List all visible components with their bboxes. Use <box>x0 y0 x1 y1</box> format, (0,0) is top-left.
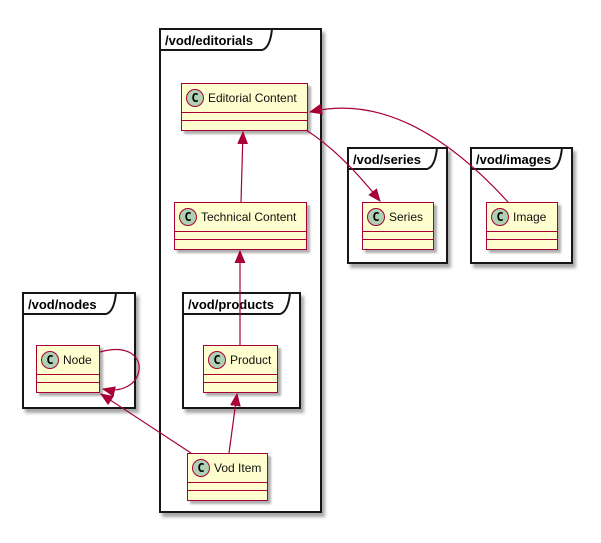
package-title: /vod/images <box>476 152 552 167</box>
class-name: Editorial Content <box>208 91 297 105</box>
package-title: /vod/series <box>353 152 421 167</box>
class-vod-item: C Vod Item <box>187 453 268 501</box>
class-name: Product <box>230 353 272 367</box>
attributes-compartment <box>363 231 433 239</box>
class-circle-icon: C <box>367 208 385 226</box>
class-name: Technical Content <box>201 210 297 224</box>
methods-compartment <box>182 120 307 129</box>
methods-compartment <box>487 239 557 248</box>
class-image: C Image <box>486 202 558 250</box>
class-circle-icon: C <box>41 351 59 369</box>
class-circle-icon: C <box>491 208 509 226</box>
methods-compartment <box>188 490 267 499</box>
class-technical-content: C Technical Content <box>174 202 307 250</box>
class-name: Node <box>63 353 92 367</box>
package-title: /vod/editorials <box>165 33 254 48</box>
class-circle-icon: C <box>192 459 210 477</box>
class-name-row: C Technical Content <box>175 203 306 231</box>
class-name: Image <box>513 210 547 224</box>
attributes-compartment <box>175 231 306 239</box>
class-name-row: C Product <box>204 346 277 374</box>
class-name: Vod Item <box>214 461 262 475</box>
methods-compartment <box>204 382 277 391</box>
attributes-compartment <box>487 231 557 239</box>
class-name-row: C Image <box>487 203 557 231</box>
methods-compartment <box>37 382 99 391</box>
attributes-compartment <box>204 374 277 382</box>
class-name-row: C Editorial Content <box>182 84 307 112</box>
methods-compartment <box>175 239 306 248</box>
class-name: Series <box>389 210 424 224</box>
class-node: C Node <box>36 345 100 393</box>
attributes-compartment <box>37 374 99 382</box>
attributes-compartment <box>182 112 307 120</box>
class-series: C Series <box>362 202 434 250</box>
class-editorial-content: C Editorial Content <box>181 83 308 131</box>
package-title: /vod/products <box>188 297 274 312</box>
class-name-row: C Series <box>363 203 433 231</box>
attributes-compartment <box>188 482 267 490</box>
class-name-row: C Vod Item <box>188 454 267 482</box>
class-circle-icon: C <box>186 89 204 107</box>
class-product: C Product <box>203 345 278 393</box>
class-circle-icon: C <box>179 208 197 226</box>
class-name-row: C Node <box>37 346 99 374</box>
class-circle-icon: C <box>208 351 226 369</box>
methods-compartment <box>363 239 433 248</box>
package-title: /vod/nodes <box>28 297 97 312</box>
